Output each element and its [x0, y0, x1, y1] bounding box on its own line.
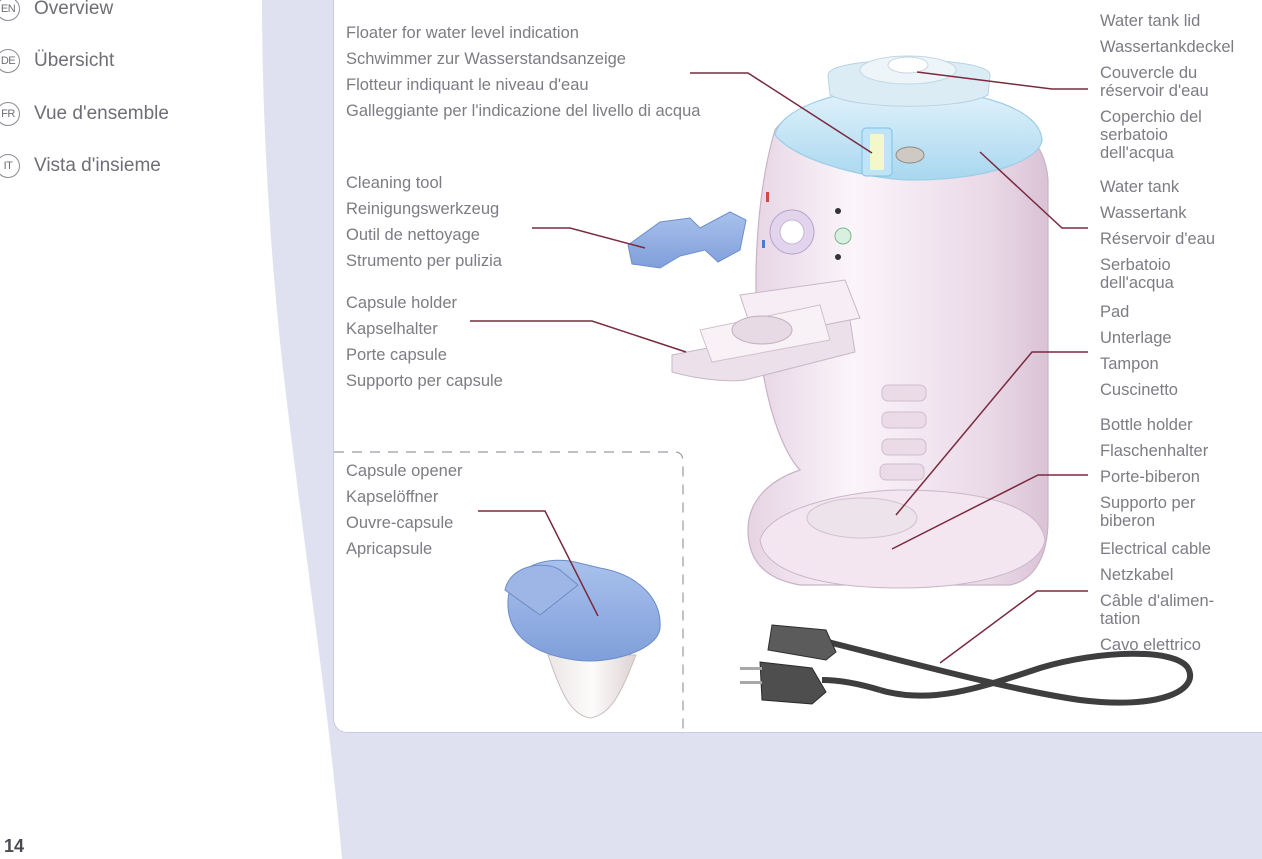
temperature-mark	[762, 240, 765, 248]
power-button	[834, 227, 852, 245]
plug-pin	[740, 667, 762, 670]
leader-line-pad	[895, 351, 1088, 516]
label-de: Wassertank	[1100, 204, 1187, 222]
leader-line-capsule-opener	[478, 510, 599, 617]
label-capsule-holder: Capsule holder Kapselhalter Porte capsul…	[346, 290, 503, 394]
language-title: Vue d'ensemble	[34, 103, 169, 124]
leader-line-water-tank-lid	[916, 71, 1088, 90]
label-it: Supporto per capsule	[346, 372, 503, 390]
language-code-badge: DE	[0, 49, 20, 73]
label-fr: Porte-biberon	[1100, 468, 1200, 486]
front-grille	[879, 384, 927, 481]
label-fr: Câble d'alimen-tation	[1100, 592, 1215, 628]
leader-line-cleaning-tool	[532, 227, 646, 249]
label-it: Galleggiante per l'indicazione del livel…	[346, 102, 701, 120]
tank-valve	[895, 146, 925, 164]
label-de: Kapselöffner	[346, 488, 439, 506]
label-fr: Couvercle du réservoir d'eau	[1100, 64, 1209, 100]
label-en: Floater for water level indication	[346, 24, 579, 42]
indicator-light	[835, 208, 841, 214]
label-bottle-holder: Bottle holder Flaschenhalter Porte-biber…	[1100, 416, 1230, 530]
floater-core	[870, 134, 884, 170]
language-code-badge: EN	[0, 0, 20, 21]
label-it: Coperchio del serbatoio dell'acqua	[1100, 108, 1202, 162]
label-water-tank-lid: Water tank lid Wassertankdeckel Couvercl…	[1100, 12, 1260, 162]
label-fr: Réservoir d'eau	[1100, 230, 1216, 248]
leader-line-floater	[690, 72, 873, 154]
leader-line-bottle-holder	[891, 474, 1088, 550]
label-en: Pad	[1100, 303, 1130, 321]
language-title: Übersicht	[34, 50, 115, 71]
label-en: Capsule holder	[346, 294, 457, 312]
language-item-en: EN Overview	[0, 0, 113, 21]
capsule-opener-inset-border	[334, 451, 684, 734]
control-dial-center	[779, 219, 805, 245]
label-it: Cavo elettrico	[1100, 636, 1201, 654]
label-en: Electrical cable	[1100, 540, 1211, 558]
label-fr: Outil de nettoyage	[346, 226, 480, 244]
label-capsule-opener: Capsule opener Kapselöffner Ouvre-capsul…	[346, 458, 463, 562]
label-floater: Floater for water level indication Schwi…	[346, 20, 716, 122]
label-cleaning-tool: Cleaning tool Reinigungswerkzeug Outil d…	[346, 170, 502, 274]
leader-line-capsule-holder	[470, 320, 687, 353]
leader-line-electrical-cable	[939, 590, 1088, 664]
label-fr: Ouvre-capsule	[346, 514, 454, 532]
lid-knob	[887, 56, 929, 74]
page-number: 14	[4, 836, 25, 856]
language-item-fr: FR Vue d'ensemble	[0, 102, 169, 126]
label-de: Schwimmer zur Wasserstandsanzeige	[346, 50, 626, 68]
label-de: Netzkabel	[1100, 566, 1174, 584]
label-fr: Flotteur indiquant le niveau d'eau	[346, 76, 589, 94]
label-de: Unterlage	[1100, 329, 1172, 347]
baby-formula-machine	[747, 55, 1049, 589]
label-it: Strumento per pulizia	[346, 252, 502, 270]
indicator-light	[835, 254, 841, 260]
language-item-it: IT Vista d'insieme	[0, 154, 161, 178]
language-item-de: DE Übersicht	[0, 49, 114, 73]
language-code-badge: FR	[0, 102, 20, 126]
temperature-mark	[766, 192, 769, 202]
label-en: Bottle holder	[1100, 416, 1193, 434]
plug-pin	[740, 681, 762, 684]
plug	[759, 661, 827, 705]
language-title: Overview	[34, 0, 114, 19]
label-en: Capsule opener	[346, 462, 463, 480]
cleaning-tool	[627, 211, 747, 269]
label-fr: Porte capsule	[346, 346, 447, 364]
label-electrical-cable: Electrical cable Netzkabel Câble d'alime…	[1100, 540, 1250, 654]
electrical-cable	[740, 624, 1193, 706]
label-it: Apricapsule	[346, 540, 433, 558]
control-panel	[762, 192, 852, 260]
label-en: Water tank	[1100, 178, 1180, 196]
label-water-tank: Water tank Wassertank Réservoir d'eau Se…	[1100, 178, 1230, 292]
label-de: Kapselhalter	[346, 320, 438, 338]
label-it: Supporto per biberon	[1100, 494, 1196, 530]
capsule-holder	[671, 279, 861, 382]
label-fr: Tampon	[1100, 355, 1159, 373]
leader-line-water-tank	[979, 151, 1088, 229]
label-pad: Pad Unterlage Tampon Cuscinetto	[1100, 303, 1178, 399]
pad	[806, 497, 918, 539]
label-it: Serbatoio dell'acqua	[1100, 256, 1174, 292]
label-it: Cuscinetto	[1100, 381, 1178, 399]
label-de: Reinigungswerkzeug	[346, 200, 500, 218]
label-en: Cleaning tool	[346, 174, 443, 192]
label-de: Wassertankdeckel	[1100, 38, 1235, 56]
label-de: Flaschenhalter	[1100, 442, 1209, 460]
cable-connector	[767, 624, 837, 661]
language-title: Vista d'insieme	[34, 155, 161, 176]
capsule-opener	[504, 559, 661, 719]
label-en: Water tank lid	[1100, 12, 1201, 30]
leader-lines	[470, 71, 1088, 664]
language-code-badge: IT	[0, 154, 20, 178]
